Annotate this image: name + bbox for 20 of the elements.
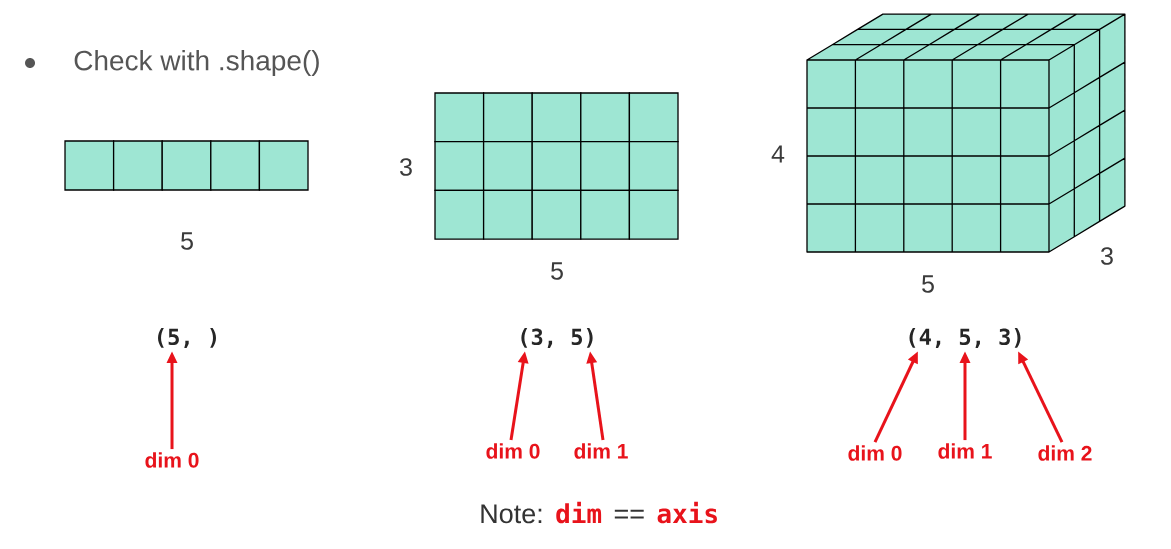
shape-tuple: (4, 5, 3) xyxy=(909,328,1021,348)
dimension-label: 5 xyxy=(181,232,193,250)
dim-label: dim 2 xyxy=(1038,445,1092,461)
dim-label: dim 0 xyxy=(848,445,902,461)
dim-label: dim 1 xyxy=(574,443,628,459)
code-text: dim xyxy=(556,501,602,524)
bullet-text: Check with .shape() xyxy=(74,49,319,77)
dimension-label: 4 xyxy=(771,145,785,163)
dim-label: dim 0 xyxy=(145,452,199,468)
note-text: Note: xyxy=(481,504,542,524)
code-text: axis xyxy=(657,501,717,524)
dimension-label: 3 xyxy=(400,158,412,176)
note-text: == xyxy=(614,509,644,519)
dim-label: dim 0 xyxy=(486,443,540,459)
shape-tuple: (3, 5) xyxy=(521,328,593,348)
dim-label: dim 1 xyxy=(938,443,992,459)
shape-tuple: (5, ) xyxy=(158,328,216,348)
dimension-label: 5 xyxy=(551,262,563,280)
dimension-label: 3 xyxy=(1101,247,1113,265)
dimension-label: 5 xyxy=(922,275,934,293)
